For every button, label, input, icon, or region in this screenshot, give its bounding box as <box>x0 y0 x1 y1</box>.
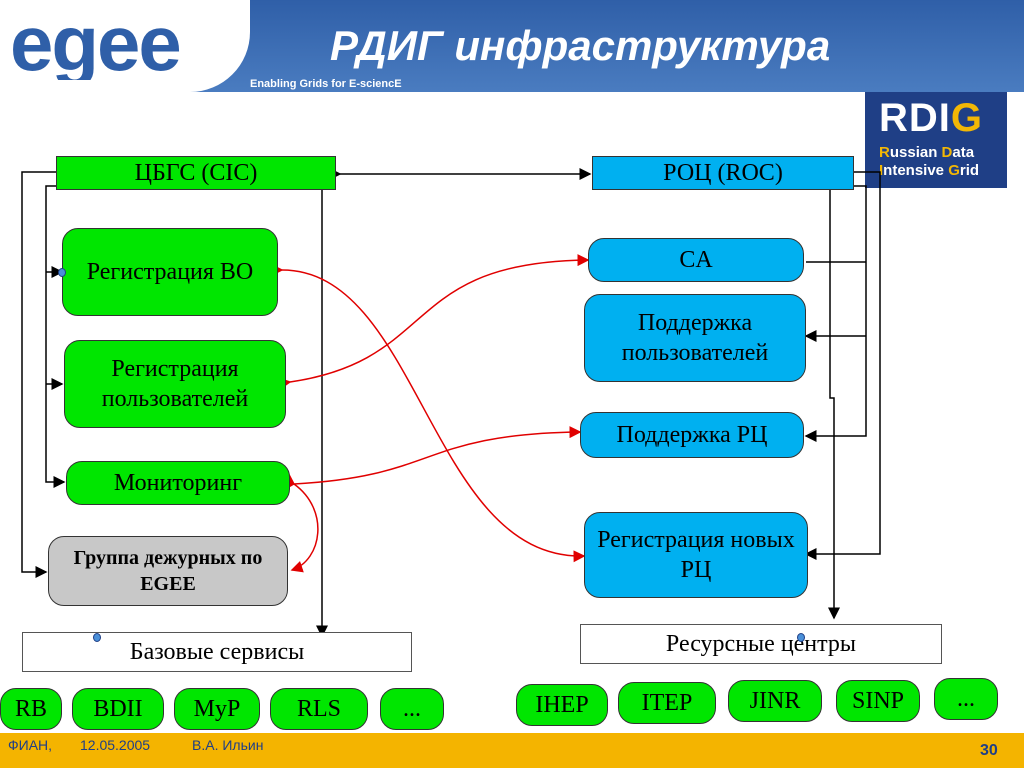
cic-box: ЦБГС (CIC) <box>56 156 336 190</box>
monitoring-box: Мониторинг <box>66 461 290 505</box>
monitoring-to-rc-support-arrow <box>283 426 582 491</box>
user-support-box: Поддержка пользователей <box>584 294 806 382</box>
connector-dot <box>58 268 66 277</box>
page-number: 30 <box>980 742 998 759</box>
footer-author: В.А. Ильин <box>192 737 264 753</box>
footer-date: 12.05.2005 <box>80 737 151 753</box>
rdig-logo-line-2: Intensive Grid <box>879 162 980 179</box>
connector-dot <box>797 633 805 642</box>
center-chip: SINP <box>836 680 920 722</box>
slide-title: РДИГ инфраструктура <box>330 22 831 69</box>
service-chip: ... <box>380 688 444 730</box>
service-chip: RLS <box>270 688 368 730</box>
footer-band <box>0 733 1024 768</box>
roc-bracket-outer <box>804 171 881 560</box>
service-chip: BDII <box>72 688 164 730</box>
roc-bracket-inner <box>804 185 867 442</box>
users-to-ca-arrow <box>278 254 590 390</box>
service-chip: RB <box>0 688 62 730</box>
tagline: Enabling Grids for E-sciencE <box>250 78 402 90</box>
duty-group-box: Группа дежурных по EGEE <box>48 536 288 606</box>
rdig-logo-title: RDIG <box>879 96 984 140</box>
connector-dot <box>93 633 101 642</box>
rc-support-box: Поддержка РЦ <box>580 412 804 458</box>
roc-to-resource-centers <box>828 186 840 620</box>
rdig-logo-line-1: Russian Data <box>879 144 975 161</box>
egee-logo: egee <box>10 8 182 80</box>
center-chip: JINR <box>728 680 822 722</box>
roc-box: РОЦ (ROC) <box>592 156 854 190</box>
ca-box: CA <box>588 238 804 282</box>
resource-centers-box: Ресурсные центры <box>580 624 942 664</box>
service-chip: MyP <box>174 688 260 730</box>
new-rc-registration-box: Регистрация новых РЦ <box>584 512 808 598</box>
rdig-logo: RDIG Russian Data Intensive Grid <box>865 92 1007 188</box>
center-chip: ITEP <box>618 682 716 724</box>
logo-panel <box>0 0 250 92</box>
center-chip: IHEP <box>516 684 608 726</box>
egee-logo-text: egee <box>10 8 180 80</box>
base-services-box: Базовые сервисы <box>22 632 412 672</box>
cic-bracket-inner <box>45 185 66 488</box>
monitoring-to-duty-arrow <box>281 472 319 573</box>
user-registration-box: Регистрация пользователей <box>64 340 286 428</box>
cic-bracket-outer <box>21 171 56 578</box>
center-chip: ... <box>934 678 998 720</box>
vo-to-new-rc-arrow <box>271 263 586 563</box>
vo-registration-box: Регистрация ВО <box>62 228 278 316</box>
footer-org: ФИАН, <box>8 737 53 753</box>
